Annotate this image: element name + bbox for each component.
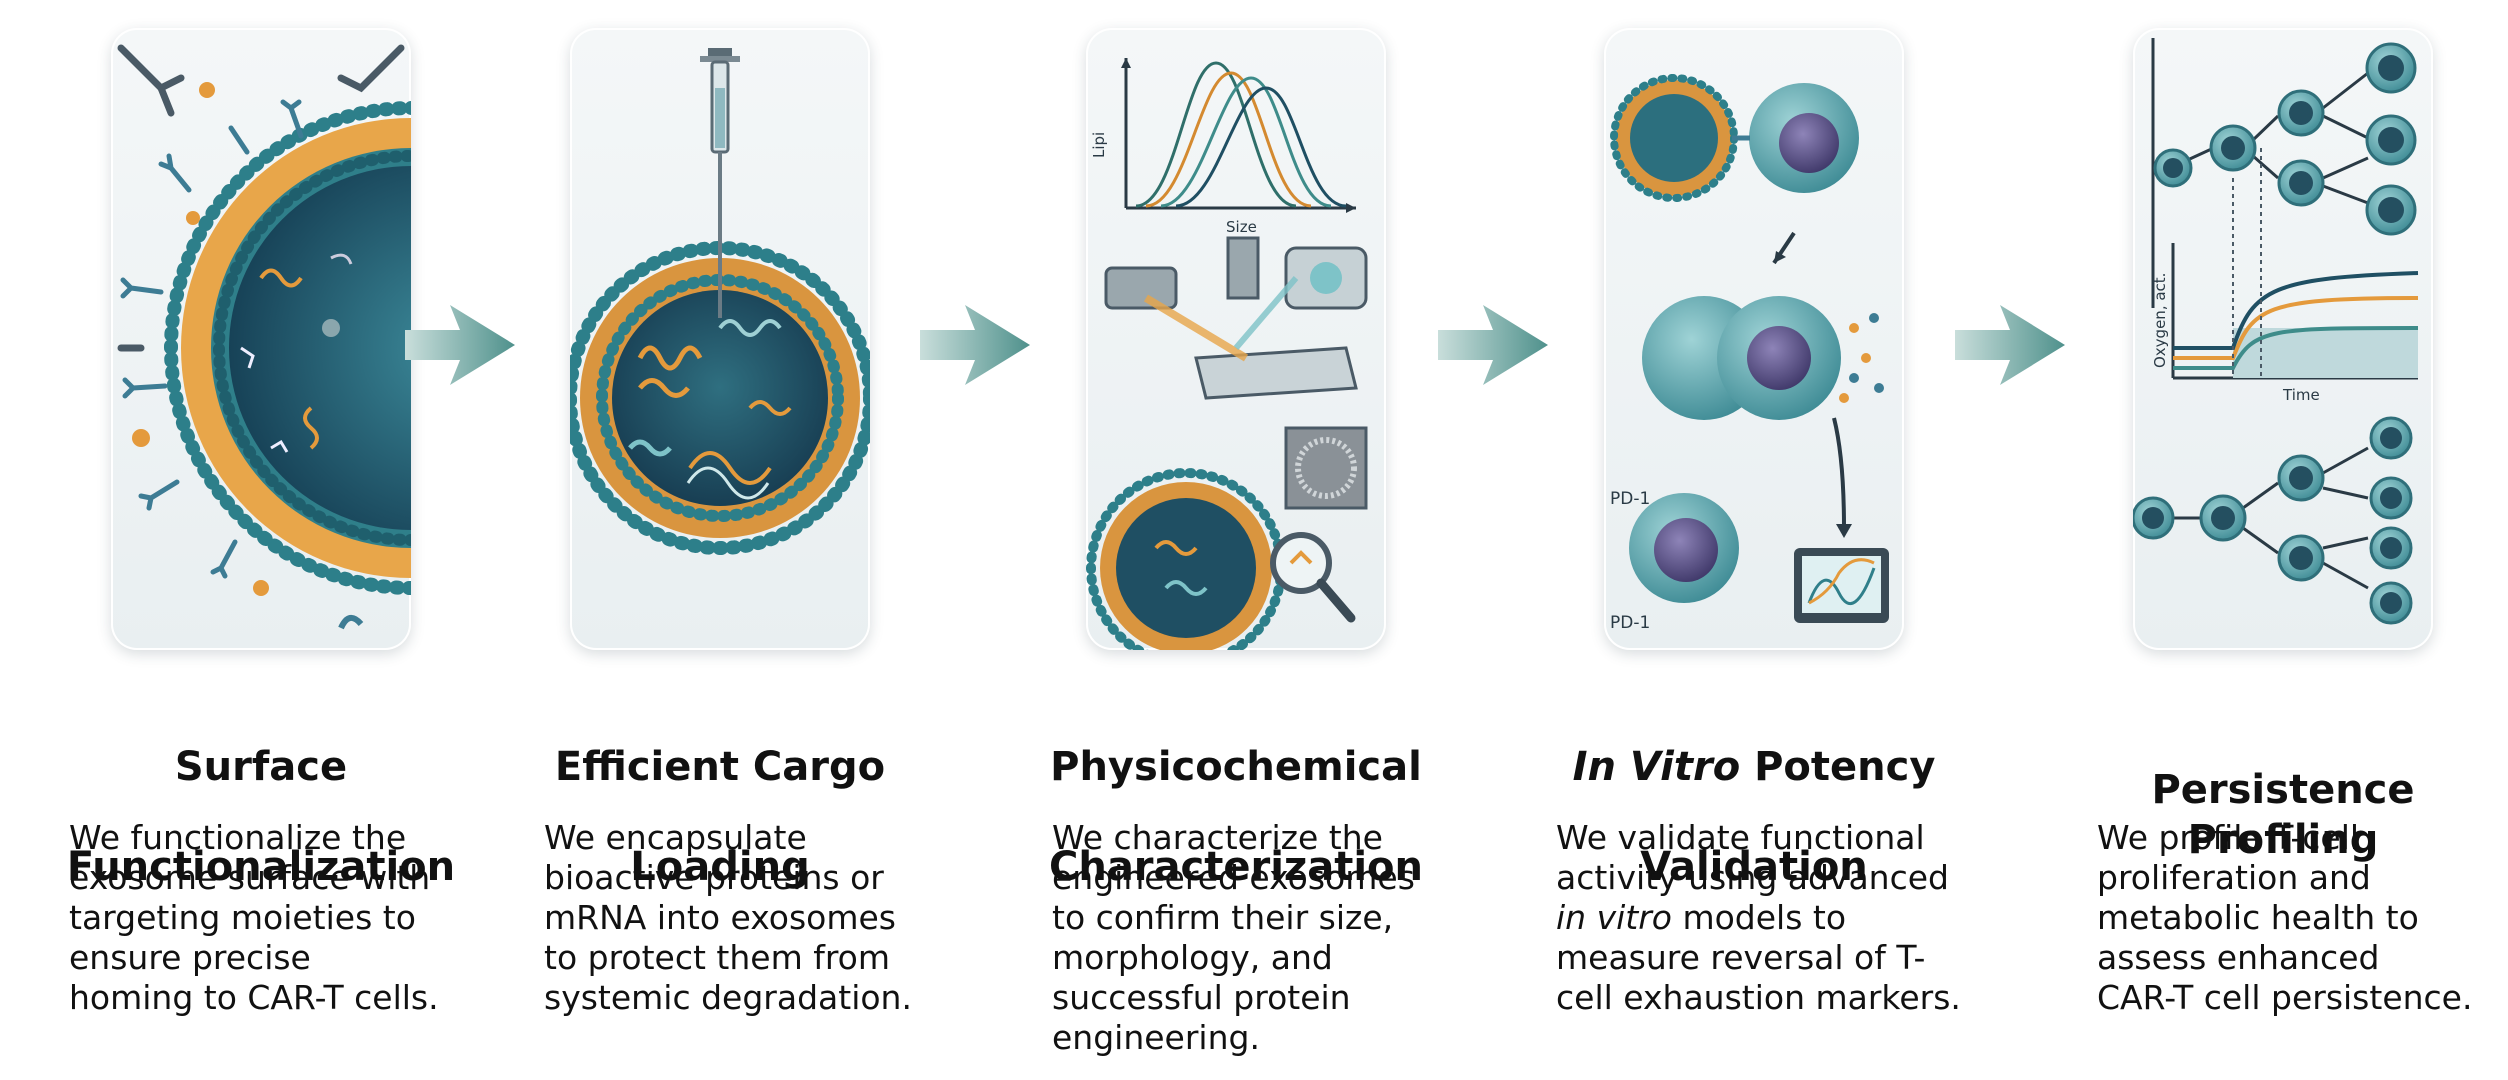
flow-arrow-icon — [1438, 305, 1548, 385]
desc-line: We encapsulate — [544, 818, 807, 857]
title-line-1: Physicochemical — [1050, 744, 1422, 790]
desc-line: ensure precise — [69, 938, 311, 977]
desc-rest: models to — [1671, 898, 1847, 937]
desc-line: to confirm their size, — [1052, 898, 1394, 937]
desc-line: cell exhaustion markers. — [1556, 978, 1961, 1017]
desc-line: measure reversal of T- — [1556, 938, 1926, 977]
desc-line: homing to CAR-T cells. — [69, 978, 439, 1017]
step-title: Surface Functionalization — [51, 692, 471, 942]
title-line-2: Characterization — [1048, 844, 1423, 890]
panel-surface-functionalization — [111, 28, 411, 650]
graph-x-label: Time — [2282, 386, 2320, 404]
desc-line: CAR-T cell persistence. — [2097, 978, 2473, 1017]
step-title: Persistence Profiling — [2073, 715, 2493, 915]
title-italic: In Vitro — [1572, 744, 1741, 790]
potency-illustration: PD-1 PD-1 — [1610, 74, 1889, 633]
desc-line: mRNA into exosomes — [544, 898, 896, 937]
desc-line: morphology, and — [1052, 938, 1333, 977]
flow-arrow-icon — [1955, 305, 2065, 385]
pd1-label-top: PD-1 — [1610, 489, 1650, 509]
title-line-1: Persistence Profiling — [2151, 767, 2415, 863]
step-description: We validate functional activity using ad… — [1556, 818, 1976, 1018]
persistence-illustration: Oxygen, act. Time — [2133, 38, 2419, 625]
desc-line: successful protein — [1052, 978, 1351, 1017]
desc-italic: in vitro — [1556, 898, 1672, 937]
title-line-2: Validation — [1640, 844, 1868, 890]
desc-line: activity using advanced — [1556, 858, 1949, 897]
title-line-1: Surface — [174, 744, 348, 790]
desc-line: to protect them from — [544, 938, 891, 977]
title-line-2: Loading — [630, 844, 810, 890]
exosome-cargo-illustration — [570, 48, 870, 555]
step-title: Efficient Cargo Loading — [510, 692, 930, 942]
desc-line: exosome surface with — [69, 858, 431, 897]
desc-line: We functionalize the — [69, 818, 407, 857]
step-description: We functionalize the exosome surface wit… — [69, 818, 489, 1018]
panel-potency-validation: PD-1 PD-1 — [1604, 28, 1904, 650]
step-title: Physicochemical Characterization — [1026, 692, 1446, 942]
pd1-label-bottom: PD-1 — [1610, 613, 1650, 633]
step-description: We characterize the engineered exosomes … — [1052, 818, 1472, 1058]
flow-arrow-icon — [405, 305, 515, 385]
panel-cargo-loading — [570, 28, 870, 650]
title-rest: Potency — [1740, 744, 1936, 790]
flow-arrow-icon — [920, 305, 1030, 385]
desc-line: targeting moieties to — [69, 898, 416, 937]
desc-line: We characterize the — [1052, 818, 1383, 857]
desc-line: We validate functional — [1556, 818, 1925, 857]
step-title: In Vitro Potency Validation — [1544, 692, 1964, 942]
title-line-1: In Vitro Potency — [1544, 742, 1964, 792]
desc-line: proliferation and — [2097, 858, 2371, 897]
panel-characterization: Lipi Size — [1086, 28, 1386, 650]
title-line-2: Functionalization — [66, 844, 456, 890]
title-line-1: Efficient Cargo — [554, 744, 886, 790]
graph-y-label: Oxygen, act. — [2151, 273, 2169, 368]
desc-line: We profile T-cell — [2097, 818, 2360, 857]
desc-line: engineering. — [1052, 1018, 1260, 1057]
desc-line: metabolic health to — [2097, 898, 2419, 937]
characterization-illustration: Lipi Size — [1086, 58, 1368, 650]
desc-line: systemic degradation. — [544, 978, 912, 1017]
panel-persistence-profiling: Oxygen, act. Time — [2133, 28, 2433, 650]
graph-y-label: Lipi — [1090, 132, 1108, 158]
step-description: We profile T-cell proliferation and meta… — [2097, 818, 2508, 1018]
desc-line: engineered exosomes — [1052, 858, 1415, 897]
desc-line: bioactive proteins or — [544, 858, 884, 897]
desc-line: in vitro models to — [1556, 898, 1976, 938]
step-description: We encapsulate bioactive proteins or mRN… — [544, 818, 964, 1018]
exosome-surface-illustration — [117, 44, 411, 630]
graph-x-label: Size — [1226, 218, 1257, 236]
desc-line: assess enhanced — [2097, 938, 2380, 977]
